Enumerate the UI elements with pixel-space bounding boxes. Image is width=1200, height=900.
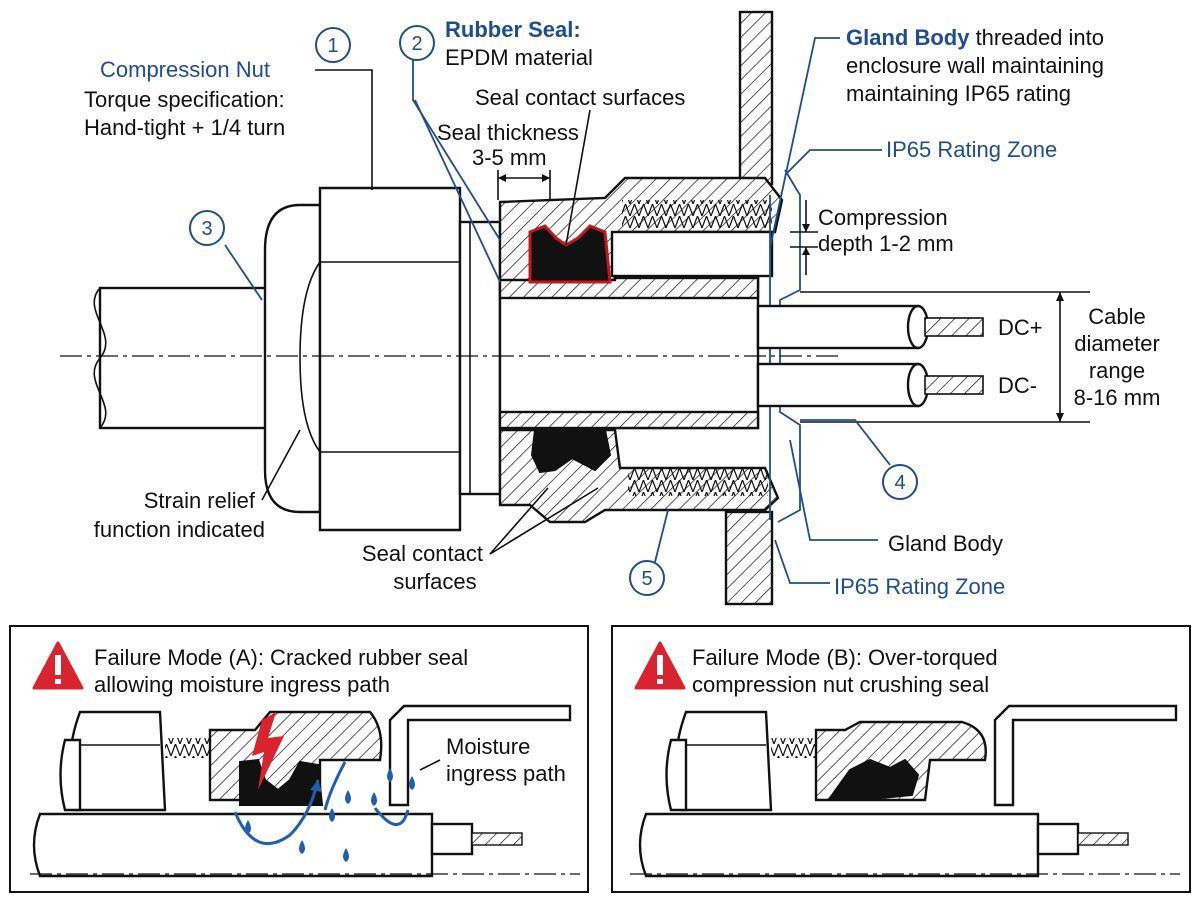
callout-number-4: 4 xyxy=(894,472,905,494)
enclosure-wall-lower xyxy=(724,510,774,606)
compression-depth-value: depth 1-2 mm xyxy=(818,231,954,256)
callout-number-2: 2 xyxy=(411,33,422,55)
callout-circle-4 xyxy=(882,464,918,500)
wire-dc-minus xyxy=(756,362,984,408)
callout-number-1: 1 xyxy=(327,35,338,57)
strain-relief-line2: function indicated xyxy=(94,517,265,542)
dc-minus-label: DC- xyxy=(998,373,1037,398)
cable-diameter-value: 8-16 mm xyxy=(1074,385,1161,410)
seal-thickness-value: 3-5 mm xyxy=(472,145,547,170)
gland-body-top-line1: threaded into xyxy=(969,25,1104,50)
ip65-zone-top-label: IP65 Rating Zone xyxy=(886,137,1057,162)
gland-body-top-title: Gland Body xyxy=(846,25,970,50)
failure-mode-b-panel: Failure Mode (B): Over-torqued compressi… xyxy=(611,625,1191,893)
callout-number-5: 5 xyxy=(641,568,652,590)
rubber-seal-top xyxy=(528,224,612,284)
callout-circle-1 xyxy=(315,27,351,63)
water-drops-icon xyxy=(245,768,415,862)
compression-nut xyxy=(263,186,502,532)
compression-nut-title: Compression Nut xyxy=(100,57,270,82)
seal-thickness-dimension xyxy=(497,170,551,200)
cable-diameter-line2: diameter xyxy=(1074,331,1160,356)
gland-body-top-line2: enclosure wall maintaining xyxy=(846,53,1104,78)
ip65-zone-bottom-label: IP65 Rating Zone xyxy=(834,574,1005,599)
inner-sleeve xyxy=(498,276,760,430)
rubber-seal-title: Rubber Seal: xyxy=(445,17,581,42)
warning-icon-a xyxy=(32,641,84,690)
enclosure-wall-upper xyxy=(738,10,774,186)
cable-left xyxy=(93,286,282,430)
callout-circle-5 xyxy=(629,560,665,596)
cable-diameter-dimension xyxy=(800,291,1090,423)
seal-contact-bottom-line1: Seal contact xyxy=(362,541,483,566)
compression-depth-dimension xyxy=(790,200,818,275)
rubber-seal-bottom xyxy=(530,429,612,474)
compression-nut-torque-line2: Hand-tight + 1/4 turn xyxy=(84,115,285,140)
gland-body-bottom-label: Gland Body xyxy=(888,531,1003,556)
dc-plus-label: DC+ xyxy=(998,315,1043,340)
gland-body-upper xyxy=(498,176,784,282)
compression-nut-torque-line1: Torque specification: xyxy=(84,87,285,112)
failure-mode-a-panel: Failure Mode (A): Cracked rubber seal al… xyxy=(9,625,589,893)
wire-dc-plus xyxy=(756,304,984,350)
main-cross-section: 1 2 3 4 5 Compression Nut Torque specifi… xyxy=(60,10,1161,606)
callout-circle-2 xyxy=(399,25,435,61)
rubber-seal-material: EPDM material xyxy=(445,45,593,70)
failure-a-title-line2: allowing moisture ingress path xyxy=(94,672,390,697)
gland-body-top-line3: maintaining IP65 rating xyxy=(846,81,1071,106)
compression-depth-label: Compression xyxy=(818,205,948,230)
failure-a-title-line1: Failure Mode (A): Cracked rubber seal xyxy=(94,645,468,670)
failure-b-title-line2: compression nut crushing seal xyxy=(692,672,989,697)
failure-b-title-line1: Failure Mode (B): Over-torqued xyxy=(692,645,998,670)
seal-thickness-label: Seal thickness xyxy=(437,120,579,145)
seal-contact-bottom-line2: surfaces xyxy=(393,569,476,594)
callout-number-3: 3 xyxy=(201,218,212,240)
moisture-label-line2: ingress path xyxy=(446,761,566,786)
moisture-label-line1: Moisture xyxy=(446,734,530,759)
strain-relief-line1: Strain relief xyxy=(144,488,256,513)
callout-circle-3 xyxy=(189,210,225,246)
cable-diameter-line1: Cable xyxy=(1088,304,1145,329)
gland-body-top-label: Gland Body threaded into xyxy=(846,25,1104,50)
cable-diameter-line3: range xyxy=(1089,358,1145,383)
seal-contact-surfaces-top: Seal contact surfaces xyxy=(475,85,685,110)
warning-icon-b xyxy=(634,641,686,690)
